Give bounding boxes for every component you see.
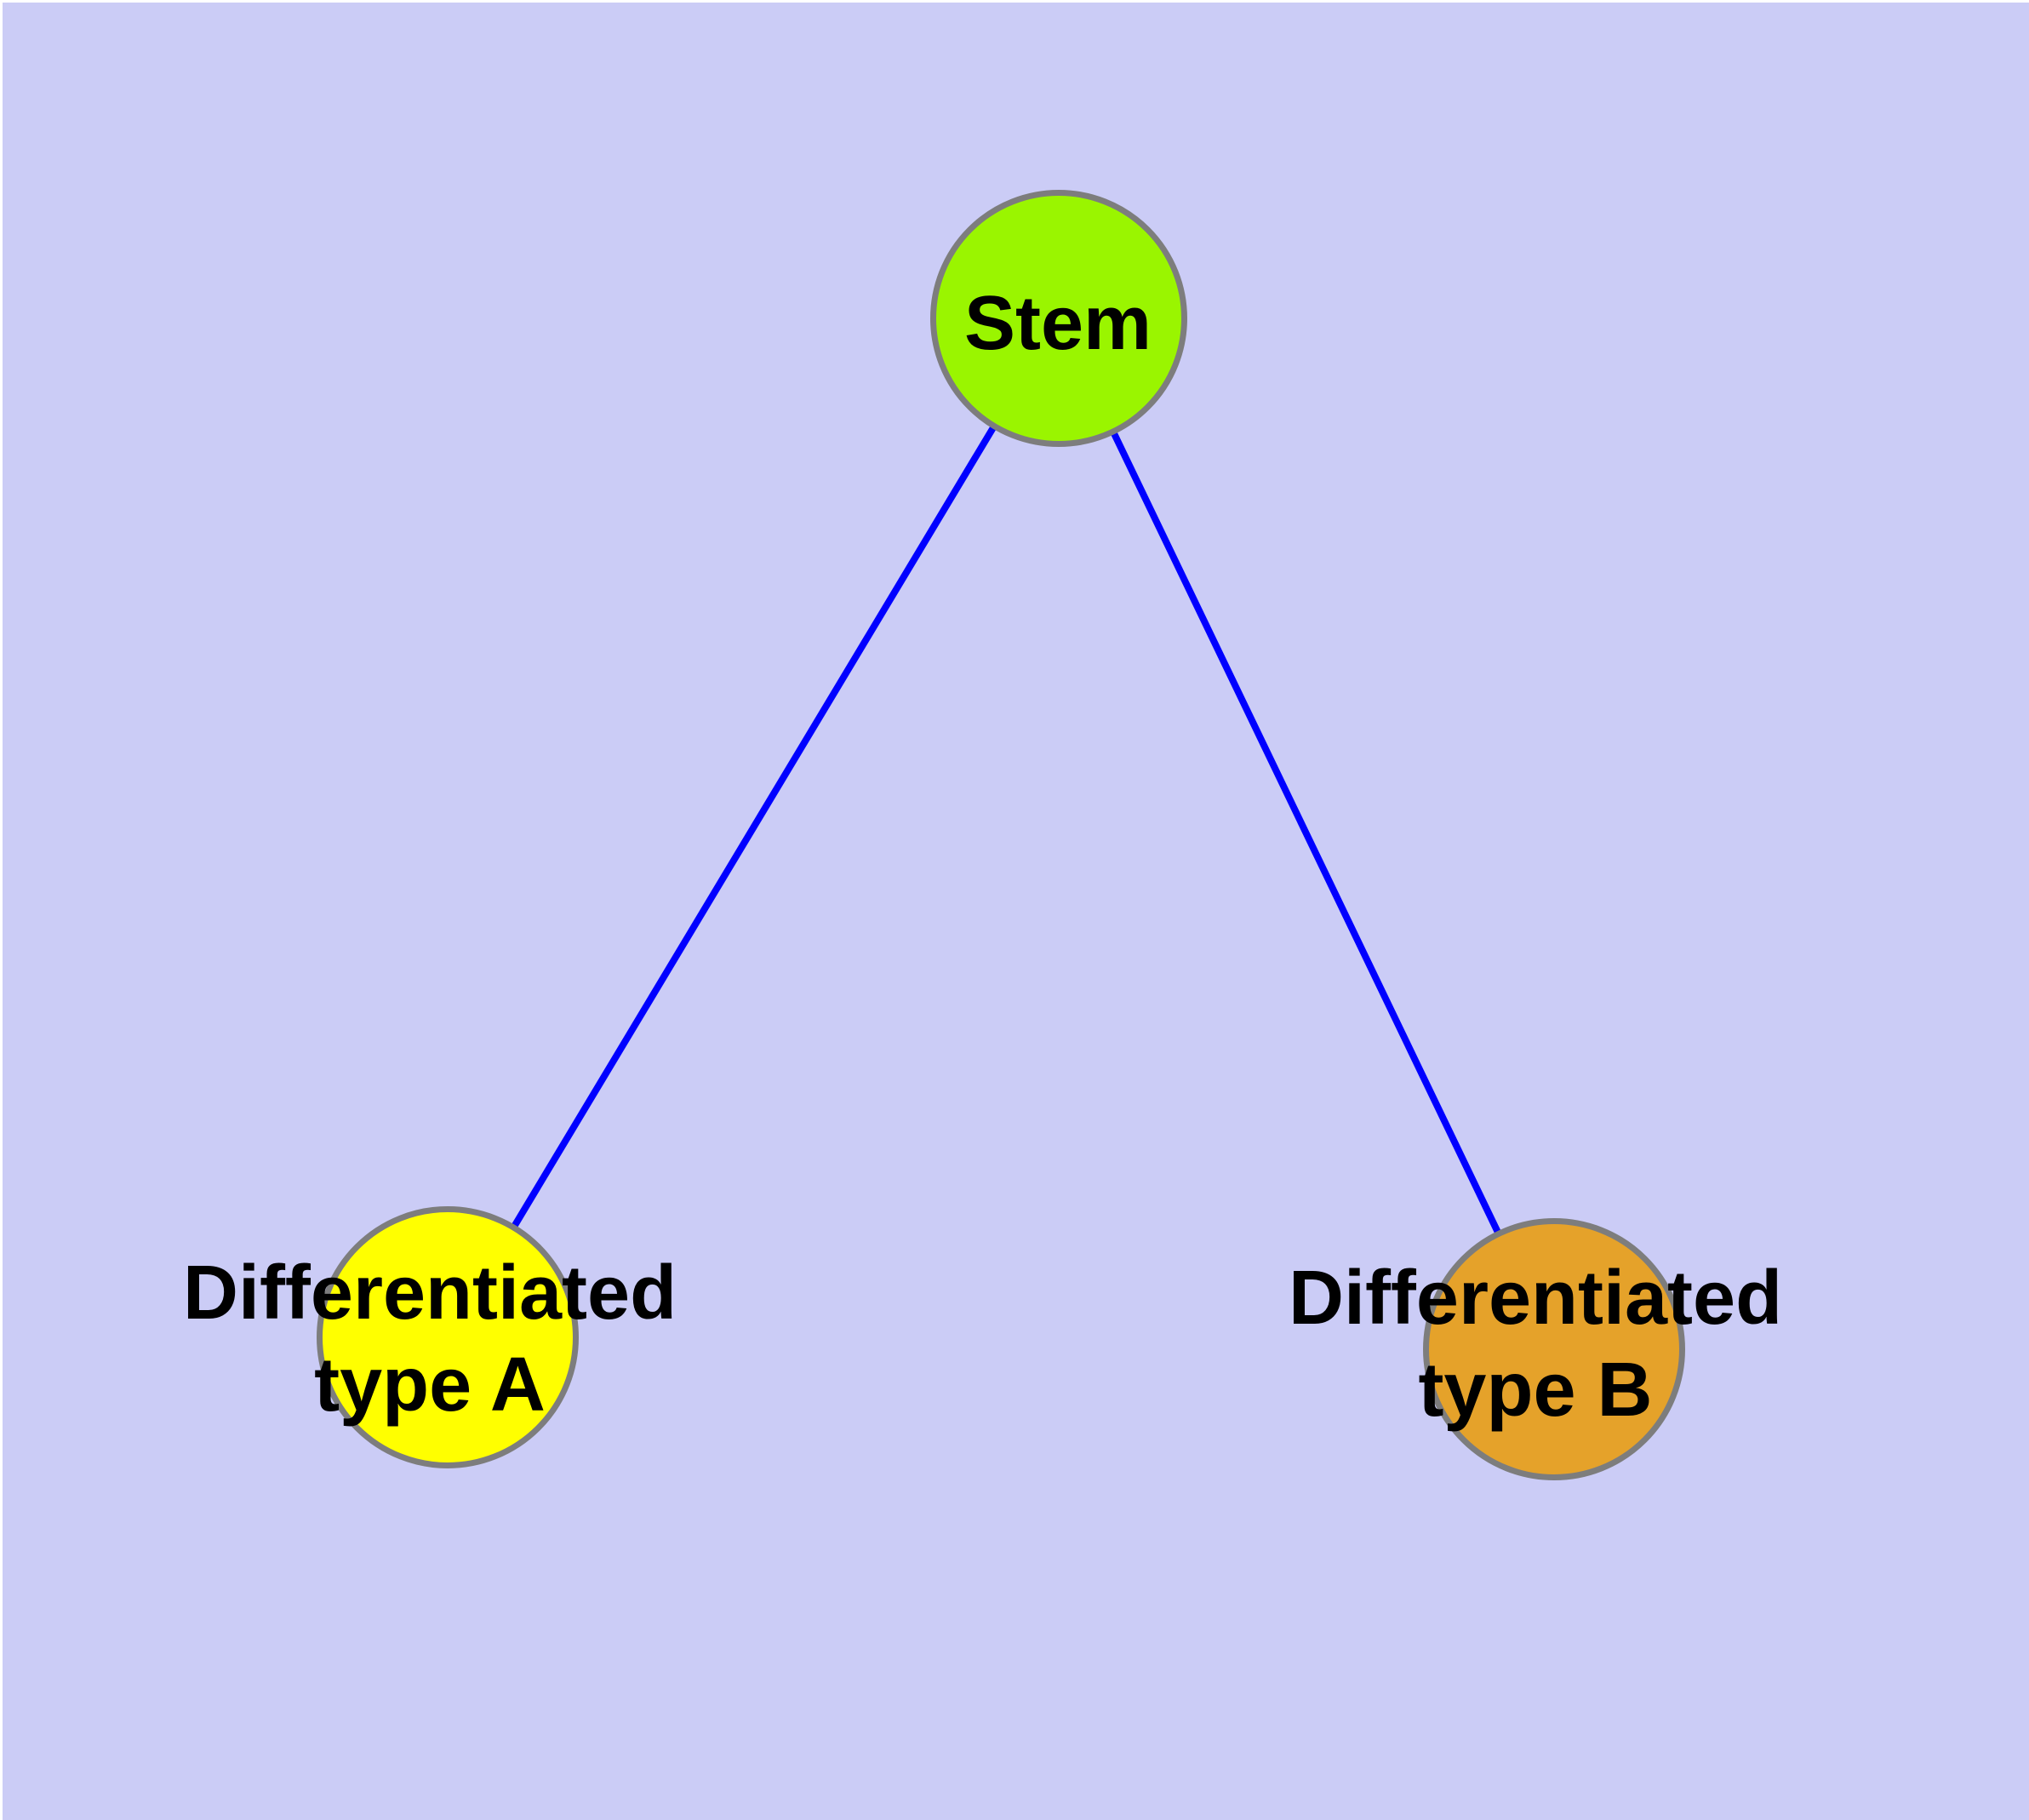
node-differentiated-type-b-label-line-1: Differentiated xyxy=(1288,1256,1783,1341)
node-differentiated-type-a-label: Differentiated type A xyxy=(183,1247,677,1431)
node-stem-label: Stem xyxy=(964,278,1152,369)
node-differentiated-type-b-label: Differentiated type B xyxy=(1289,1252,1782,1436)
node-differentiated-type-b xyxy=(1423,1218,1685,1480)
edges-layer xyxy=(444,316,1557,1351)
node-differentiated-type-a xyxy=(317,1206,579,1468)
node-differentiated-type-a-label-line-2: type A xyxy=(314,1342,546,1428)
edge-stem-to-type-a xyxy=(444,316,1062,1340)
edge-stem-to-type-b xyxy=(1055,317,1557,1351)
node-differentiated-type-b-label-line-2: type B xyxy=(1418,1348,1653,1433)
node-differentiated-type-a-label-line-1: Differentiated xyxy=(182,1251,677,1336)
node-stem xyxy=(930,190,1187,447)
node-stem-label-line: Stem xyxy=(963,281,1152,366)
